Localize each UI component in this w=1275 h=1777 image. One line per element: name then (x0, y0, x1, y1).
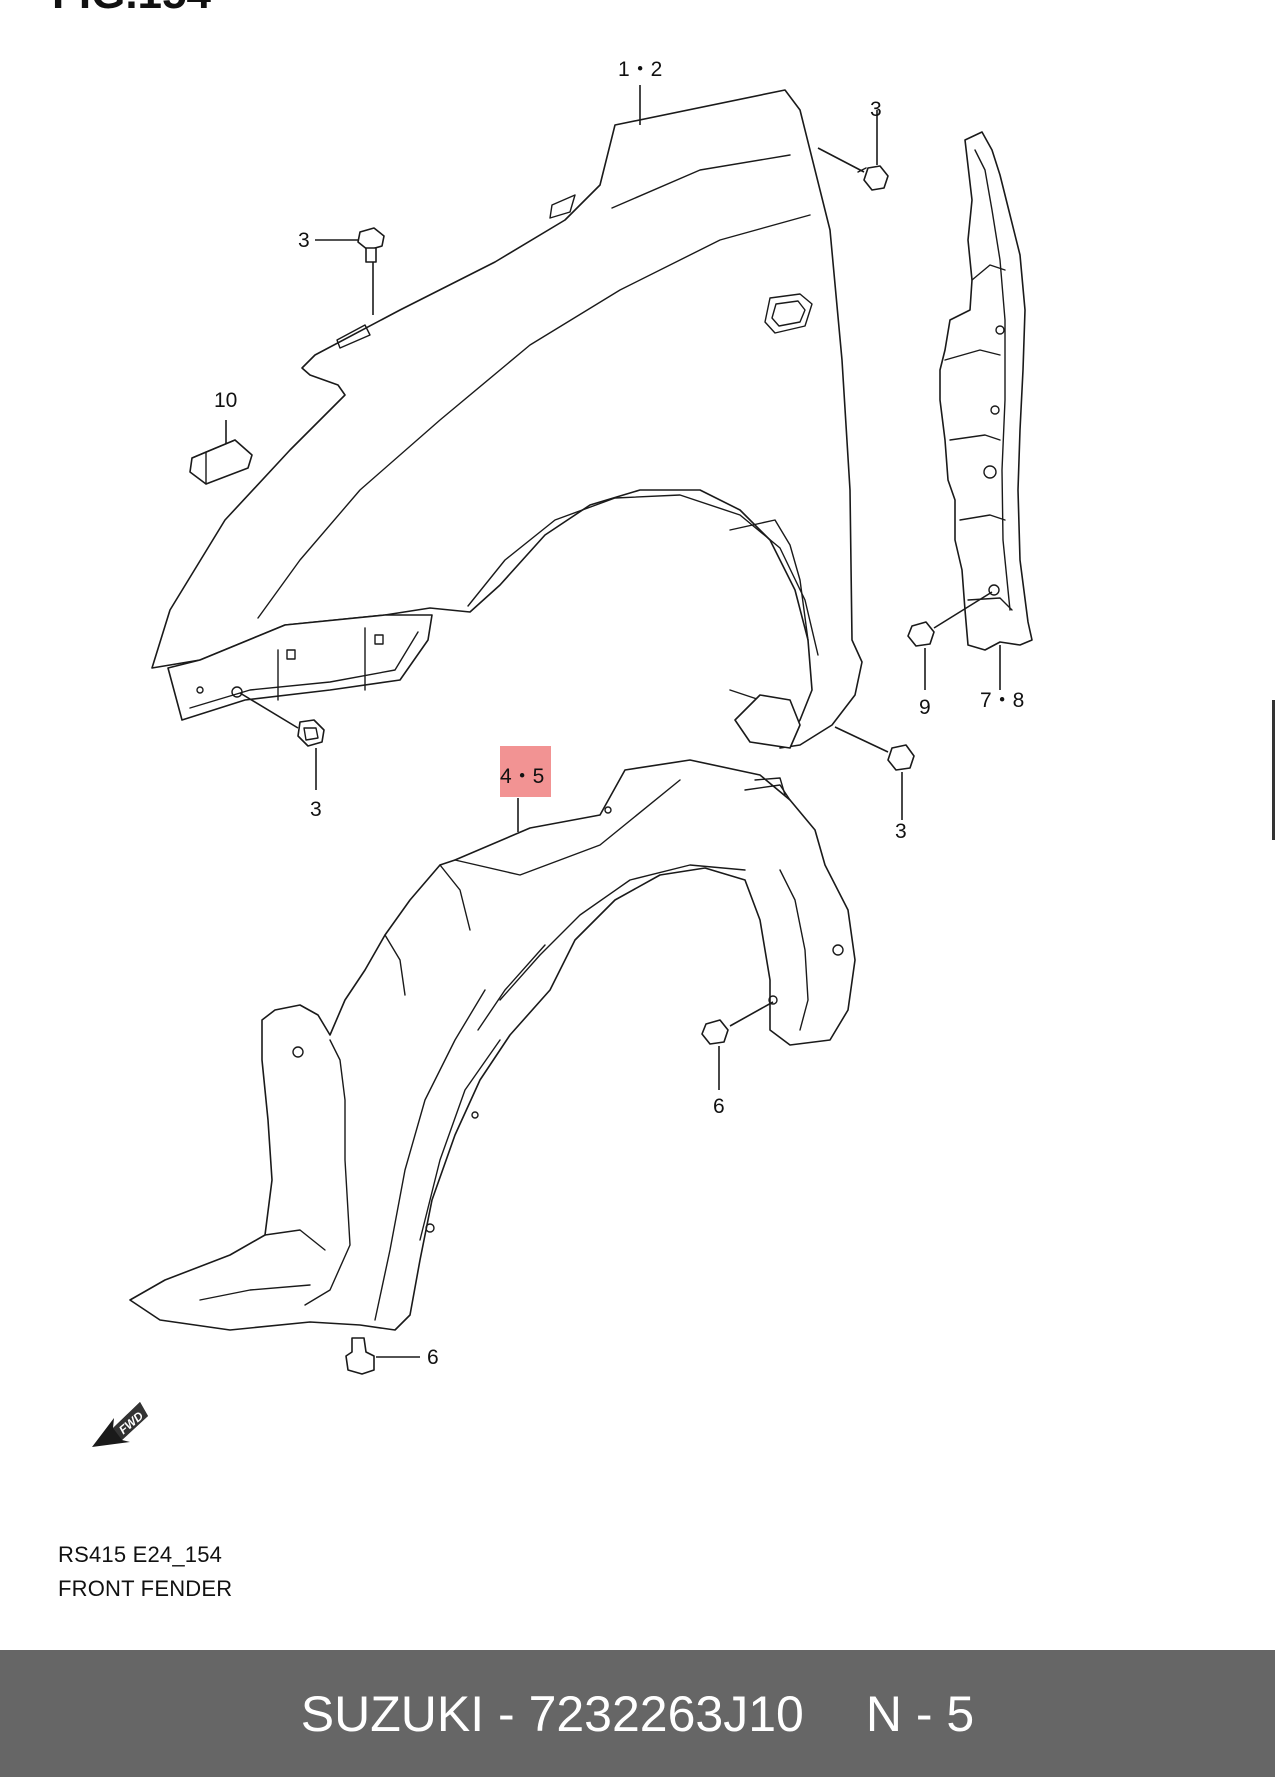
cushion-part (189, 439, 253, 485)
page-edge-marker (1272, 700, 1275, 840)
callout-bracket: 7・8 (980, 689, 1024, 712)
callout-clip-9: 9 (919, 696, 931, 719)
clip-right (701, 1019, 729, 1045)
callout-bolt-top-right: 3 (870, 98, 882, 121)
callout-bolt-top-left: 3 (298, 229, 310, 252)
front-fender-part (151, 89, 863, 749)
callout-bolt-bottom-right: 3 (895, 820, 907, 843)
callout-clip-bottom: 6 (427, 1346, 439, 1369)
footer-bar: SUZUKI - 7232263J10 N - 5 (0, 1650, 1275, 1777)
diagram-name: FRONT FENDER (58, 1576, 233, 1601)
callout-clip-right: 6 (713, 1095, 725, 1118)
callout-fender: 1・2 (618, 58, 662, 81)
callout-nut-bottom-left: 3 (310, 798, 322, 821)
bolt-top-left (357, 227, 385, 263)
figure-title: FIG.154 (52, 0, 211, 18)
fender-liner-part (129, 759, 856, 1331)
fender-bracket-part (939, 131, 1033, 651)
fwd-arrow-icon: FWD (92, 1402, 148, 1447)
footer-part-number: SUZUKI - 7232263J10 (300, 1685, 804, 1742)
parts-diagram: FIG.154 (52, 0, 1033, 1447)
callout-cushion: 10 (214, 389, 237, 412)
highlighted-callout-box (500, 746, 551, 797)
nut-bottom-left (297, 719, 325, 747)
footer-text: SUZUKI - 7232263J10 N - 5 (0, 1650, 1275, 1777)
diagram-code: RS415 E24_154 (58, 1542, 223, 1567)
clip-bottom (345, 1337, 375, 1375)
clip-9 (907, 621, 935, 647)
footer-position: N - 5 (865, 1685, 975, 1742)
bolt-top-right (857, 165, 889, 191)
callout-fender-liner: 4・5 (500, 765, 544, 788)
bolt-bottom-right (887, 744, 915, 771)
